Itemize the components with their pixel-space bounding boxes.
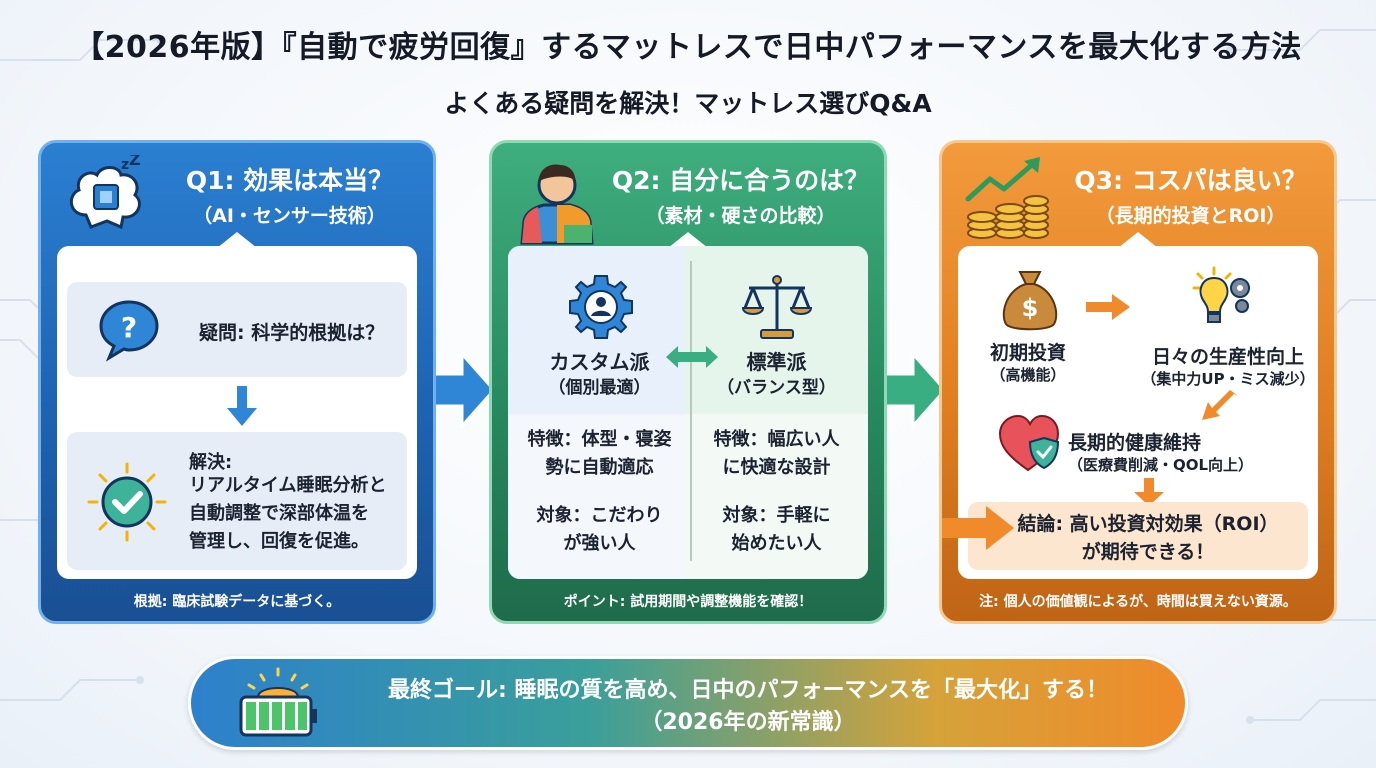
question-bubble-icon: ? [99,300,159,362]
q2-standard-type: （バランス型） [717,378,836,398]
q3-productivity-sub: （集中力UP・ミス減少） [1141,370,1315,388]
arrow-down-icon [1134,478,1164,506]
lightbulb-gear-icon [1192,266,1250,323]
q3-conclusion-text: 結論: 高い投資対効果（ROI） が期待できる！ [1017,513,1279,563]
svg-text:Z: Z [129,155,141,169]
q2-title: Q2: 自分に合うのは？ [611,166,870,195]
svg-text:z: z [121,157,129,173]
final-goal-text: 最終ゴール: 睡眠の質を高め、日中のパフォーマンスを「最大化」する！ （2026… [387,678,1109,735]
q3-initial-label: 初期投資 [989,342,1066,364]
q2-panel: カスタム派 （個別最適） 特徴：体型・寝姿 勢に自動適応 対象：こだわり が強い… [508,232,868,579]
q1-answer-head: 解決: [189,452,233,473]
q2-custom-feature: 特徴：体型・寝姿 勢に自動適応 [527,429,672,478]
arrow-down-left-icon [1202,390,1238,420]
q3-productivity-label: 日々の生産性向上 [1151,346,1304,368]
q3-card: Q3: コスパは良い？ （長期的投資とROI） $ 初期投資 （高機能） 日々の… [939,140,1337,624]
q1-answer-box: 解決: リアルタイム睡眠分析と 自動調整で深部体温を 管理し、回復を促進。 [67,432,407,570]
brain-chip-icon: z Z [69,155,141,230]
arrow-right-icon [1086,294,1130,320]
double-arrow-icon [666,346,718,368]
final-goal-banner: 最終ゴール: 睡眠の質を高め、日中のパフォーマンスを「最大化」する！ （2026… [188,656,1188,750]
person-icon [520,164,594,245]
q3-panel: $ 初期投資 （高機能） 日々の生産性向上 （集中力UP・ミス減少） 長期的健康… [958,232,1318,579]
q2-divider [690,261,692,561]
q1-question-box: ? 疑問: 科学的根拠は？ [67,282,407,377]
q1-footer: 根拠: 臨床試験データに基づく。 [133,594,341,610]
q2-custom-type: （個別最適） [548,378,651,398]
q1-panel: ? 疑問: 科学的根拠は？ 解決: リアルタイム睡眠分析と 自動調整で深部体温を… [57,232,417,579]
q2-custom-column: カスタム派 （個別最適） 特徴：体型・寝姿 勢に自動適応 対象：こだわり が強い… [508,246,691,579]
balance-scale-icon [741,275,813,339]
arrow-right-icon [883,350,947,430]
money-bag-icon: $ [1002,271,1058,331]
svg-text:$: $ [1022,294,1039,322]
page-subtitle: よくある疑問を解決！マットレス選びQ&A [444,89,932,118]
q3-footer: 注: 個人の価値観によるが、時間は買えない資源。 [979,594,1297,610]
q1-question-text: 疑問: 科学的根拠は？ [199,322,385,344]
arrow-right-icon [942,506,1014,550]
q1-subtitle: （AI・センサー技術） [193,205,386,227]
q2-standard-target: 対象：手軽に 始めたい人 [722,505,831,554]
q2-standard-name: 標準派 [746,350,807,374]
q2-card: Q2: 自分に合うのは？ （素材・硬さの比較） カスタム派 （個別最適） 特徴：… [489,140,887,624]
q2-standard-feature: 特徴：幅広い人 に快適な設計 [713,429,840,478]
q1-title: Q1: 効果は本当？ [185,166,394,195]
arrow-right-icon [432,350,496,430]
sunrise-battery-icon [239,667,317,737]
q2-custom-name: カスタム派 [549,350,650,374]
heart-shield-icon [998,414,1060,472]
q3-health-label: 長期的健康維持 [1068,432,1202,454]
coins-growth-icon [965,157,1049,239]
svg-text:?: ? [121,311,137,344]
q1-card: z Z Q1: 効果は本当？ （AI・センサー技術） ? 疑問: 科学的根拠は？ [38,140,436,624]
q1-answer-body: リアルタイム睡眠分析と 自動調整で深部体温を 管理し、回復を促進。 [189,475,387,552]
q2-footer: ポイント: 試用期間や調整機能を確認！ [563,594,813,610]
q2-standard-column: 標準派 （バランス型） 特徴：幅広い人 に快適な設計 対象：手軽に 始めたい人 [685,246,868,579]
q3-conclusion-box: 結論: 高い投資対効果（ROI） が期待できる！ [968,502,1308,570]
q2-custom-target: 対象：こだわり が強い人 [536,505,663,554]
arrow-down-icon [227,386,257,426]
q2-subtitle: （素材・硬さの比較） [645,205,836,227]
checkmark-badge-icon [87,462,167,542]
q3-health-sub: （医療費削減・QOL向上） [1068,456,1254,474]
q3-initial-sub: （高機能） [990,366,1066,384]
page-title: 【2026年版】『自動で疲労回復』するマットレスで日中パフォーマンスを最大化する… [74,30,1302,65]
gear-person-icon [569,275,633,339]
q3-subtitle: （長期的投資とROI） [1095,205,1286,227]
q3-title: Q3: コスパは良い？ [1074,166,1307,195]
